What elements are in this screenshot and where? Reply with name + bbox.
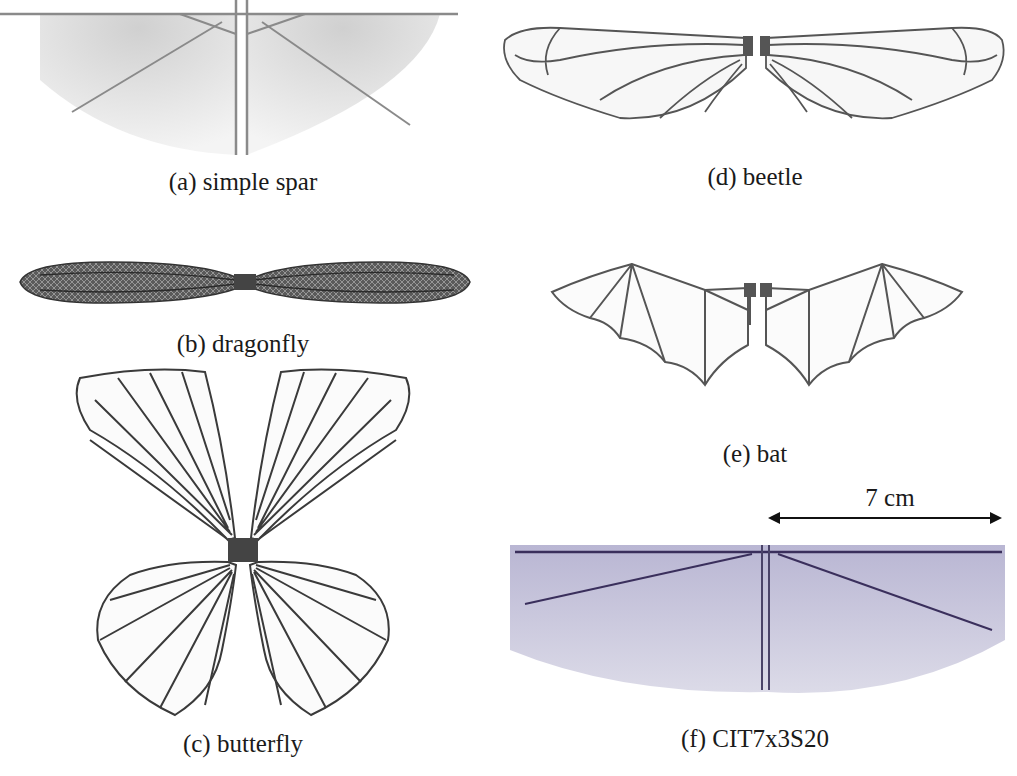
- figure-caption: (f) CIT7x3S20: [681, 725, 829, 753]
- wing-vein: [90, 372, 396, 708]
- wing-membrane: [246, 14, 440, 155]
- cit-wing-photo: [510, 545, 1005, 693]
- leading-spar: [515, 551, 1002, 554]
- dimension-line: [772, 517, 998, 519]
- diagonal-spar: [262, 22, 410, 125]
- diagonal-spar: [778, 554, 992, 630]
- dimension-label: 7 cm: [865, 484, 914, 512]
- simple-spar-wing: [0, 0, 458, 155]
- forewing: [251, 370, 409, 540]
- figure-caption: (b) dragonfly: [177, 330, 310, 358]
- root-spar: [749, 297, 751, 325]
- wing-bone: [590, 264, 924, 385]
- diagonal-spar: [525, 554, 752, 604]
- diagonal-spar: [247, 14, 305, 34]
- wing-vein: [40, 272, 454, 292]
- arrowhead: [990, 512, 1002, 524]
- root-spar: [235, 0, 238, 155]
- wing-root: [743, 36, 753, 56]
- wing-membrane: [504, 28, 746, 119]
- leading-spar: [0, 13, 458, 16]
- root-spar: [246, 0, 249, 155]
- beetle-wing: [504, 28, 1004, 119]
- wing-membrane: [766, 28, 1004, 119]
- body: [760, 283, 772, 297]
- forewing: [77, 370, 235, 540]
- butterfly-wing: [77, 370, 410, 715]
- wing-membrane: [40, 14, 237, 155]
- wing-membrane: [552, 264, 748, 385]
- wing-root: [234, 274, 256, 290]
- wing-root: [760, 36, 770, 56]
- wing-vein: [515, 28, 997, 118]
- figure-caption: (d) beetle: [707, 163, 802, 191]
- bat-wing: [552, 264, 962, 385]
- arrowhead: [768, 512, 780, 524]
- wing-membrane: [252, 262, 470, 303]
- wing-membrane: [20, 262, 238, 303]
- figure-caption: (c) butterfly: [183, 730, 303, 758]
- diagonal-spar: [72, 22, 222, 112]
- diagonal-spar: [180, 14, 236, 34]
- figure-caption: (a) simple spar: [169, 168, 318, 196]
- dragonfly-wing: [20, 262, 470, 303]
- hindwing: [97, 562, 236, 715]
- dimension-arrow: [768, 512, 1002, 524]
- hindwing: [250, 562, 389, 715]
- photo-ground: [510, 545, 1005, 693]
- wing-membrane: [766, 264, 962, 385]
- root-spar: [768, 545, 770, 690]
- figure-caption: (e) bat: [723, 440, 788, 468]
- root-spar: [761, 545, 763, 690]
- body: [228, 538, 258, 562]
- body: [744, 283, 756, 297]
